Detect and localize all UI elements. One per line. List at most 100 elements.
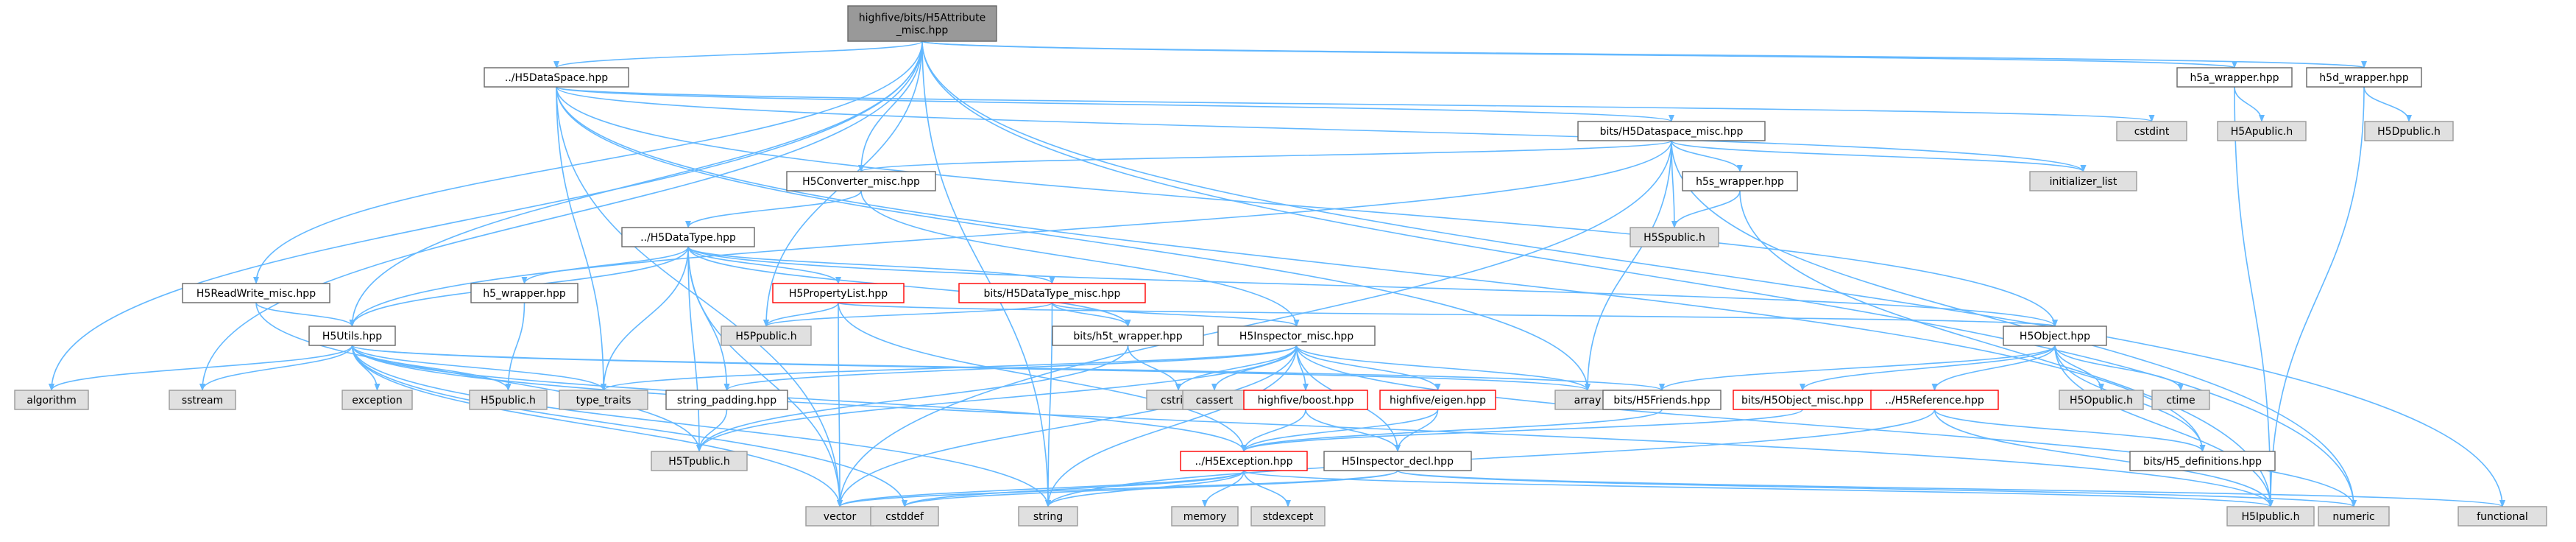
edge-h5utils-to-vector	[351, 345, 843, 507]
node-h5d_wrapper[interactable]: h5d_wrapper.hpp	[2306, 67, 2422, 88]
edge-inspector_misc-to-numeric	[1295, 345, 2357, 507]
node-h5s_wrapper[interactable]: h5s_wrapper.hpp	[1682, 171, 1798, 191]
edge-root-to-sstream	[199, 41, 923, 391]
node-label-h5s_wrapper: h5s_wrapper.hpp	[1696, 176, 1784, 188]
node-box-inspector_decl	[1323, 451, 1472, 471]
node-root[interactable]: highfive/bits/H5Attribute_misc.hpp	[847, 5, 997, 42]
edge-h5utils-to-algorithm	[49, 345, 353, 391]
node-box-h5a_wrapper	[2176, 67, 2293, 88]
node-sstream: sstream	[169, 390, 236, 410]
node-box-h5t_wrapper	[1052, 325, 1204, 346]
node-box-cstdint	[2116, 121, 2187, 141]
node-box-h5exception	[1180, 451, 1308, 471]
node-box-h5apublic	[2217, 121, 2307, 141]
node-cstdint: cstdint	[2116, 121, 2187, 141]
node-cstddef: cstddef	[870, 506, 939, 527]
edge-h5exception-to-stdexcept	[1243, 470, 1291, 507]
node-boost[interactable]: highfive/boost.hpp	[1243, 390, 1368, 410]
edge-inspector_misc-to-vector	[837, 345, 1298, 507]
edge-dataspace-to-dataspace_misc	[556, 86, 1674, 122]
edge-inspector_decl-to-cstddef	[902, 470, 1398, 507]
node-box-numeric	[2318, 506, 2390, 527]
edge-h5s_wrapper-to-h5spublic	[1671, 190, 1741, 228]
edge-h5exception-to-vector	[837, 470, 1245, 507]
node-label-datatype: ../H5DataType.hpp	[640, 232, 736, 244]
node-h5object[interactable]: H5Object.hpp	[2003, 325, 2107, 346]
node-h5_wrapper[interactable]: h5_wrapper.hpp	[470, 283, 578, 303]
node-label-h5spublic: H5Spublic.h	[1643, 232, 1705, 244]
edge-dataspace_misc-to-h5s_wrapper	[1671, 140, 1743, 172]
node-label-h5_definitions: bits/H5_definitions.hpp	[2143, 456, 2262, 468]
node-converter_misc[interactable]: H5Converter_misc.hpp	[786, 171, 936, 191]
node-box-h5opublic	[2059, 390, 2144, 410]
edge-datatype-to-h5object	[687, 246, 2058, 327]
node-h5t_wrapper[interactable]: bits/h5t_wrapper.hpp	[1052, 325, 1204, 346]
node-label-h5apublic: H5Apublic.h	[2231, 126, 2293, 138]
node-label-h5t_wrapper: bits/h5t_wrapper.hpp	[1073, 331, 1182, 342]
node-readwrite_misc[interactable]: H5ReadWrite_misc.hpp	[182, 283, 330, 303]
node-label-boost: highfive/boost.hpp	[1258, 395, 1354, 406]
node-label-h5friends: bits/H5Friends.hpp	[1613, 395, 1710, 406]
edge-datatype-to-vector	[687, 246, 843, 507]
node-inspector_decl[interactable]: H5Inspector_decl.hpp	[1323, 451, 1472, 471]
node-box-type_traits	[559, 390, 648, 410]
edge-inspector_decl-to-functional	[1397, 470, 2505, 507]
node-box-cassert	[1182, 390, 1247, 410]
node-h5exception[interactable]: ../H5Exception.hpp	[1180, 451, 1308, 471]
node-label-type_traits: type_traits	[576, 395, 631, 406]
node-inspector_misc[interactable]: H5Inspector_misc.hpp	[1217, 325, 1376, 346]
node-dataspace_misc[interactable]: bits/H5Dataspace_misc.hpp	[1577, 121, 1766, 141]
edge-dataspace_misc-to-numeric	[1671, 140, 2357, 507]
node-h5public: H5public.h	[469, 390, 548, 410]
node-label-h5ipublic: H5Ipublic.h	[2241, 511, 2299, 523]
edge-eigen-to-h5exception	[1241, 409, 1439, 452]
node-initializer_list: initializer_list	[2029, 171, 2137, 191]
edge-inspector_misc-to-string_padding	[723, 345, 1298, 391]
node-h5reference[interactable]: ../H5Reference.hpp	[1870, 390, 1999, 410]
node-box-h5spublic	[1630, 227, 1719, 247]
node-string_padding[interactable]: string_padding.hpp	[665, 390, 788, 410]
node-box-h5dpublic	[2364, 121, 2454, 141]
node-h5_definitions[interactable]: bits/H5_definitions.hpp	[2129, 451, 2276, 471]
node-box-datatype_misc	[958, 283, 1146, 303]
node-label-inspector_misc: H5Inspector_misc.hpp	[1239, 331, 1354, 342]
node-h5ppublic: H5Ppublic.h	[721, 325, 812, 346]
node-eigen[interactable]: highfive/eigen.hpp	[1379, 390, 1496, 410]
edge-h5d_wrapper-to-h5ipublic	[2268, 86, 2365, 507]
edge-h5object-to-h5opublic	[2054, 345, 2104, 391]
edge-datatype-to-h5tpublic	[687, 246, 702, 452]
node-label-h5tpublic: H5Tpublic.h	[668, 456, 729, 468]
node-datatype[interactable]: ../H5DataType.hpp	[621, 227, 755, 247]
node-propertylist[interactable]: H5PropertyList.hpp	[772, 283, 905, 303]
edge-dataspace-to-array	[556, 86, 1590, 391]
node-h5friends[interactable]: bits/H5Friends.hpp	[1602, 390, 1722, 410]
edge-h5d_wrapper-to-h5dpublic	[2363, 86, 2412, 122]
node-string: string	[1018, 506, 1078, 527]
node-label-ctime: ctime	[2166, 395, 2195, 406]
node-memory: memory	[1171, 506, 1239, 527]
node-label-dataspace_misc: bits/H5Dataspace_misc.hpp	[1600, 126, 1744, 138]
node-box-inspector_misc	[1217, 325, 1376, 346]
node-label-datatype_misc: bits/H5DataType_misc.hpp	[984, 288, 1121, 300]
edge-inspector_misc-to-array	[1295, 345, 1590, 391]
edge-h5object-to-h5friends	[1659, 345, 2056, 391]
edge-h5exception-to-memory	[1202, 470, 1245, 507]
edge-h5object-to-h5ipublic	[2054, 345, 2274, 507]
node-box-converter_misc	[786, 171, 936, 191]
edge-h5exception-to-h5ipublic	[1243, 470, 2274, 507]
node-label-propertylist: H5PropertyList.hpp	[789, 288, 888, 300]
node-h5object_misc[interactable]: bits/H5Object_misc.hpp	[1733, 390, 1872, 410]
node-datatype_misc[interactable]: bits/H5DataType_misc.hpp	[958, 283, 1146, 303]
node-h5apublic: H5Apublic.h	[2217, 121, 2307, 141]
node-label-string: string	[1033, 511, 1063, 523]
edge-dataspace_misc-to-initializer_list	[1671, 140, 2087, 172]
edge-datatype-to-string_padding	[687, 246, 730, 391]
node-h5a_wrapper[interactable]: h5a_wrapper.hpp	[2176, 67, 2293, 88]
node-h5utils[interactable]: H5Utils.hpp	[308, 325, 396, 346]
node-h5ipublic: H5Ipublic.h	[2226, 506, 2315, 527]
node-box-initializer_list	[2029, 171, 2137, 191]
node-dataspace[interactable]: ../H5DataSpace.hpp	[484, 67, 629, 88]
edge-readwrite_misc-to-h5utils	[255, 302, 355, 327]
edge-readwrite_misc-to-h5tpublic	[255, 302, 702, 452]
node-box-h5s_wrapper	[1682, 171, 1798, 191]
